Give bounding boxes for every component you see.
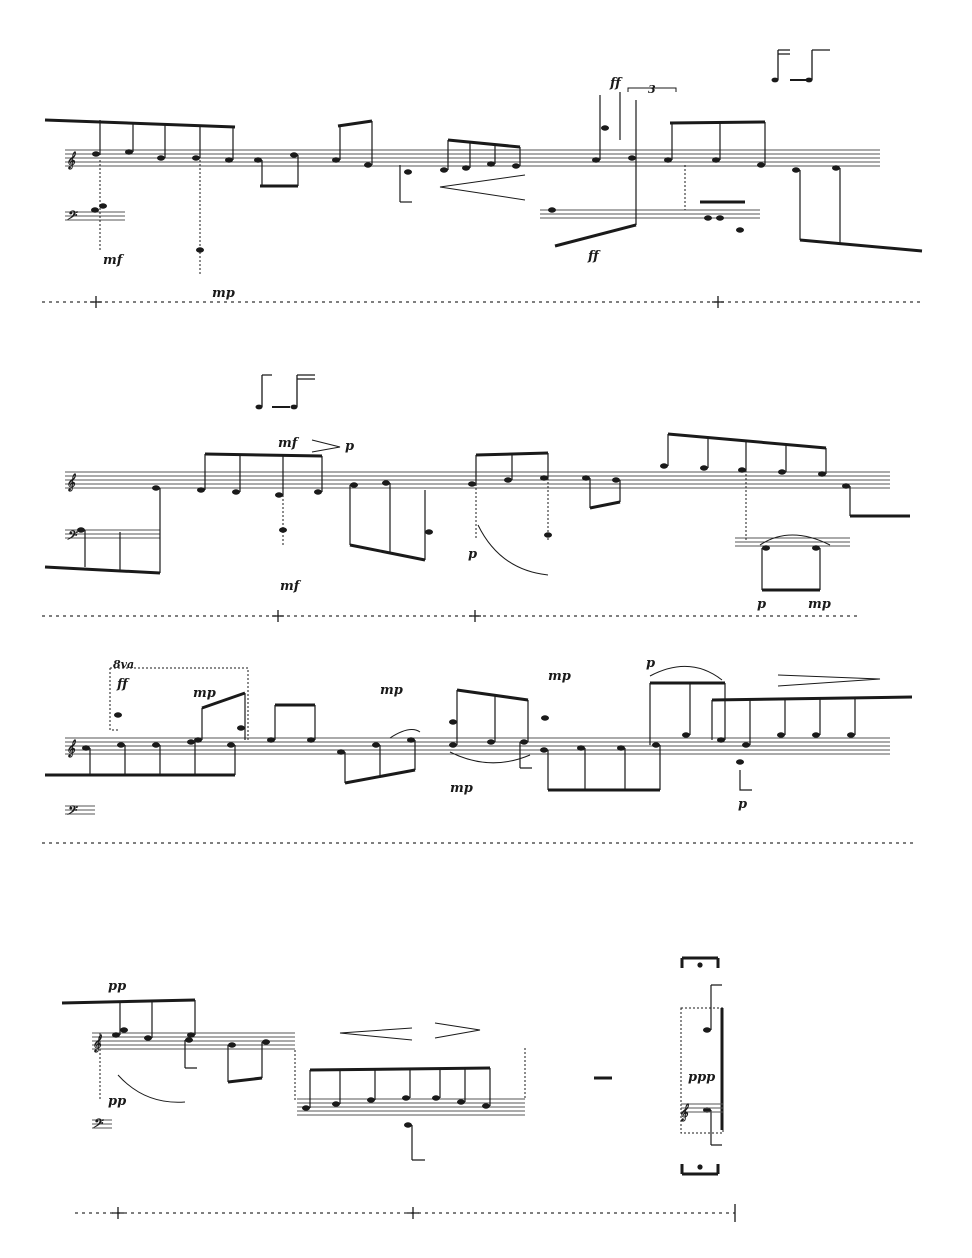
- decrescendo-hairpin: [777, 674, 881, 687]
- hooks: [520, 767, 752, 791]
- bass-staff-fragment: [92, 1119, 112, 1129]
- crescendo-decrescendo-hairpins: [339, 1022, 481, 1041]
- dynamic-mark: mp: [808, 597, 831, 612]
- noteheads: [82, 712, 855, 765]
- timeline-marks: [112, 1204, 736, 1222]
- system-2: 𝄞 𝄢: [42, 374, 910, 622]
- dynamic-mark: pp: [108, 979, 126, 994]
- slur: [389, 729, 421, 739]
- treble-staff: [65, 149, 880, 167]
- dynamic-mark: ff: [587, 249, 601, 264]
- dotted-guides: [282, 470, 747, 545]
- stems: [89, 683, 856, 790]
- dynamic-mark: ff: [609, 76, 623, 91]
- dynamic-mark: pp: [108, 1094, 126, 1109]
- dotted-guides: [99, 1033, 526, 1100]
- rhythm-legend: [255, 374, 315, 410]
- dynamic-mark: mf: [280, 579, 302, 594]
- treble-clef-icon: 𝄞: [66, 473, 76, 492]
- system-1: 𝄞 𝄢: [42, 49, 923, 308]
- slur: [477, 524, 549, 576]
- bass-staff-fragment: [65, 529, 850, 547]
- slur: [449, 751, 531, 764]
- treble-clef-icon: 𝄞: [66, 739, 76, 758]
- dynamic-mark: mp: [380, 683, 403, 698]
- stems: [99, 92, 841, 245]
- dynamic-mark: mp: [450, 781, 473, 796]
- bass-clef-icon: 𝄢: [66, 208, 78, 226]
- treble-staff: [65, 737, 890, 755]
- dotted-box: [109, 667, 249, 740]
- ottava-mark: 8va: [113, 658, 134, 671]
- bass-staff-fragment: [65, 209, 760, 221]
- dynamic-mark: mp: [548, 669, 571, 684]
- stems: [84, 434, 851, 590]
- bass-staff-fragment: [65, 805, 95, 815]
- noteheads: [112, 1027, 490, 1128]
- dynamic-mark: mp: [212, 286, 235, 301]
- beams: [45, 681, 913, 792]
- bass-clef-icon: 𝄢: [92, 1116, 104, 1134]
- tuplet-bracket: [627, 87, 677, 92]
- slur: [117, 1074, 186, 1103]
- bass-clef-icon: 𝄢: [66, 803, 78, 821]
- dynamic-mark: p: [646, 656, 655, 671]
- treble-clef-icon: 𝄞: [92, 1034, 102, 1053]
- lower-staff: [297, 1098, 525, 1116]
- hooks: [185, 1067, 425, 1161]
- timeline-marks: [272, 610, 481, 622]
- dynamic-mark: mf: [103, 253, 125, 268]
- noteheads: [77, 463, 850, 551]
- system-4: 𝄞 𝄢: [61, 956, 736, 1222]
- dynamic-mark: ff: [116, 677, 130, 692]
- decrescendo-hairpin: [439, 174, 526, 201]
- dynamic-mark: ppp: [688, 1070, 715, 1085]
- bass-clef-icon: 𝄢: [66, 528, 78, 546]
- final-box: 𝄞 ppp: [679, 956, 724, 1176]
- tuplet-number: 3: [648, 83, 656, 96]
- treble-staff: [65, 471, 890, 489]
- dynamic-mark: mp: [193, 686, 216, 701]
- dynamic-mark: mf: [278, 436, 300, 451]
- slur: [759, 534, 831, 546]
- decrescendo-hairpin: [311, 439, 341, 453]
- dynamic-mark: p: [345, 439, 354, 454]
- slur: [649, 666, 723, 681]
- system-3: 𝄞 𝄢: [42, 656, 915, 844]
- rhythm-legend: [771, 49, 830, 83]
- timeline-marks: [90, 296, 724, 308]
- beams: [44, 118, 923, 253]
- dynamic-mark: p: [738, 797, 747, 812]
- dynamic-mark: p: [757, 597, 766, 612]
- beams: [44, 432, 910, 592]
- treble-clef-icon: 𝄞: [66, 151, 76, 170]
- dynamic-mark: p: [468, 547, 477, 562]
- beams: [61, 998, 491, 1084]
- noteheads: [91, 125, 840, 253]
- stems: [119, 1000, 491, 1160]
- treble-clef-icon: 𝄞: [679, 1103, 689, 1122]
